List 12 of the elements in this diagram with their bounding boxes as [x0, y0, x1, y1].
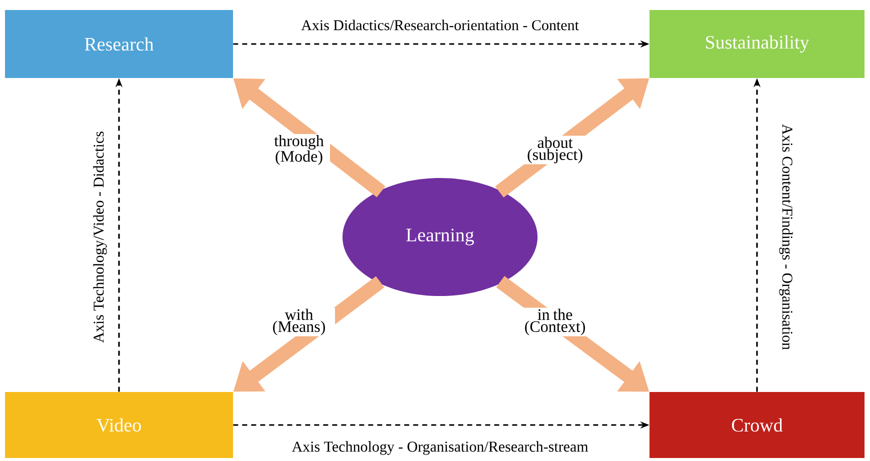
edge-label: Axis Technology/Video - Didactics — [92, 130, 108, 344]
edge-label: in the (Context) — [519, 308, 591, 336]
edge-label: Axis Technology - Organisation/Research-stream — [290, 440, 590, 456]
edge-label: with (Means) — [263, 308, 335, 336]
edge-label: through (Mode) — [268, 134, 330, 166]
concept-box: Crowd — [650, 392, 864, 458]
edge-label: Axis Content/Findings - Organisation — [778, 123, 794, 351]
concept-box: Research — [5, 10, 233, 78]
edge-label: Axis Didactics/Research-orientation - Content — [300, 18, 580, 32]
concept-box: Video — [5, 392, 233, 458]
edge-label: about (subject) — [519, 136, 591, 164]
concept-box: Sustainability — [650, 10, 864, 78]
